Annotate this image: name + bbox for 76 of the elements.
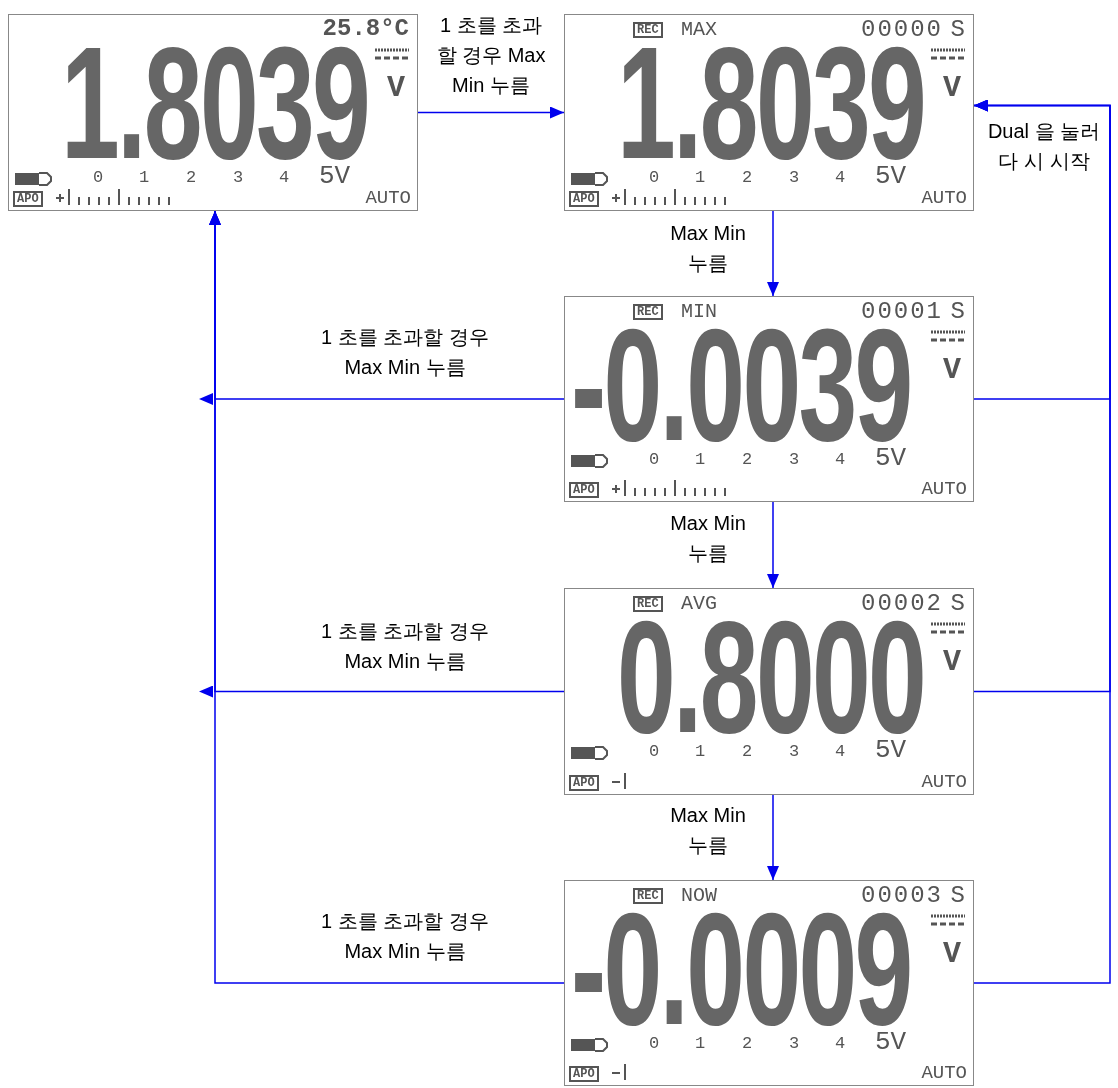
apo-indicator: APO bbox=[569, 775, 599, 791]
scale-number: 1 bbox=[139, 169, 150, 186]
seconds-unit: S bbox=[950, 18, 965, 42]
scale-number: 1 bbox=[695, 169, 706, 186]
scale-number: 0 bbox=[93, 169, 104, 186]
arrow bbox=[767, 210, 779, 297]
scale-number: 4 bbox=[835, 1035, 846, 1052]
counter-value: 00000 bbox=[861, 18, 943, 42]
counter-value: 00001 bbox=[861, 300, 943, 324]
edge-label: 1 초를 초과할 경우 Max Min 누름 bbox=[320, 619, 490, 674]
counter-value: 00002 bbox=[861, 592, 943, 616]
temperature-reading: 25.8°C bbox=[322, 17, 409, 41]
rec-indicator: REC bbox=[633, 304, 663, 320]
edge-label: 1 초를 초과할 경우 Max Min 누름 bbox=[320, 909, 490, 964]
unit-label: V bbox=[943, 355, 961, 385]
unit-label: V bbox=[943, 647, 961, 677]
range-label: AUTO bbox=[365, 189, 411, 208]
unit-label: V bbox=[387, 73, 405, 103]
apo-indicator: APO bbox=[13, 191, 43, 207]
scale-number: 2 bbox=[742, 743, 753, 760]
mode-label: MAX bbox=[681, 20, 717, 40]
scale-number: 4 bbox=[835, 451, 846, 468]
arrow bbox=[417, 106, 565, 119]
apo-indicator: APO bbox=[569, 191, 599, 207]
mode-label: NOW bbox=[681, 886, 717, 906]
scale-number: 4 bbox=[835, 743, 846, 760]
range-label: AUTO bbox=[921, 480, 967, 499]
arrow bbox=[209, 210, 565, 984]
lcd-screen bbox=[8, 14, 418, 211]
unit-label: V bbox=[943, 939, 961, 969]
edge-label: Max Min 누름 bbox=[669, 511, 747, 566]
scale-number: 0 bbox=[649, 451, 660, 468]
counter-value: 00003 bbox=[861, 884, 943, 908]
scale-number: 1 bbox=[695, 1035, 706, 1052]
scale-number: 2 bbox=[742, 1035, 753, 1052]
edge-label: 1 초를 초과할 경우 Max Min 누름 bbox=[320, 325, 490, 380]
edge-label: Max Min 누름 bbox=[669, 221, 747, 276]
scale-number: 3 bbox=[789, 743, 800, 760]
apo-indicator: APO bbox=[569, 1066, 599, 1082]
scale-number: 2 bbox=[742, 169, 753, 186]
edge-label: Max Min 누름 bbox=[669, 803, 747, 858]
scale-number: 0 bbox=[649, 1035, 660, 1052]
seconds-unit: S bbox=[950, 884, 965, 908]
edge-label: 1 초를 초과 할 경우 Max Min 누름 bbox=[435, 13, 547, 98]
lcd-screen bbox=[564, 880, 974, 1086]
scale-number: 3 bbox=[233, 169, 244, 186]
arrow bbox=[767, 501, 779, 589]
lcd-screen bbox=[564, 588, 974, 795]
arrow bbox=[767, 794, 779, 881]
seconds-unit: S bbox=[950, 592, 965, 616]
scale-number: 3 bbox=[789, 1035, 800, 1052]
scale-number: 2 bbox=[742, 451, 753, 468]
unit-label: V bbox=[943, 73, 961, 103]
scale-number: 4 bbox=[835, 169, 846, 186]
scale-number: 3 bbox=[789, 451, 800, 468]
scale-number: 0 bbox=[649, 169, 660, 186]
lcd-screen bbox=[564, 296, 974, 502]
rec-indicator: REC bbox=[633, 22, 663, 38]
arrow bbox=[973, 99, 1111, 984]
scale-number: 3 bbox=[789, 169, 800, 186]
rec-indicator: REC bbox=[633, 596, 663, 612]
scale-number: 0 bbox=[649, 743, 660, 760]
lcd-screen bbox=[564, 14, 974, 211]
range-label: AUTO bbox=[921, 773, 967, 792]
mode-label: MIN bbox=[681, 302, 717, 322]
seconds-unit: S bbox=[950, 300, 965, 324]
scale-number: 1 bbox=[695, 743, 706, 760]
mode-label: AVG bbox=[681, 594, 717, 614]
edge-label: Dual 을 눌러 다 시 시작 bbox=[986, 119, 1102, 174]
apo-indicator: APO bbox=[569, 482, 599, 498]
rec-indicator: REC bbox=[633, 888, 663, 904]
scale-number: 1 bbox=[695, 451, 706, 468]
range-label: AUTO bbox=[921, 189, 967, 208]
scale-number: 4 bbox=[279, 169, 290, 186]
scale-number: 2 bbox=[186, 169, 197, 186]
range-label: AUTO bbox=[921, 1064, 967, 1083]
